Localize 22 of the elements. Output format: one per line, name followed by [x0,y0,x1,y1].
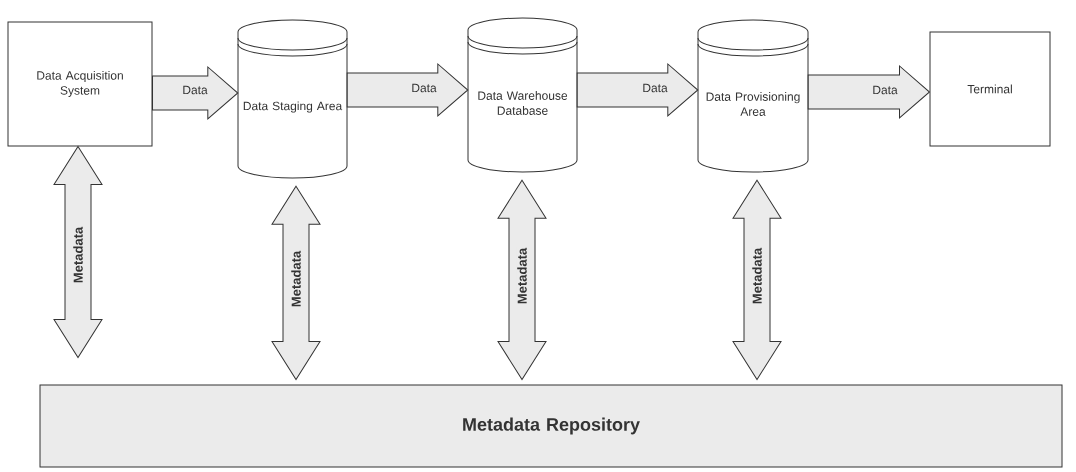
edge-label: Data [181,84,209,96]
database-cylinder: Data Provisioning Area [697,19,809,173]
block-arrow [576,63,699,117]
block-arrow [497,179,547,380]
edge-label: Data [410,82,438,94]
block-arrow [53,146,103,358]
repository-box: Metadata Repository [39,384,1063,468]
edge-label: Metadata [516,246,528,306]
block-arrow [152,66,239,120]
database-cylinder: Data Staging Area [237,19,348,179]
block-arrow [807,65,930,119]
block-arrow [346,63,469,117]
block-arrow [732,179,782,380]
edge-label: Metadata [290,249,302,309]
edge-label: Metadata [72,225,84,285]
edge-label: Data [641,82,669,94]
database-cylinder: Data Warehouse Database [467,17,578,173]
block-arrow [271,185,321,380]
process-box: Data Acquisition System [7,21,153,147]
edge-label: Data [871,84,899,96]
process-box: Terminal [929,31,1051,147]
edge-label: Metadata [751,246,763,306]
